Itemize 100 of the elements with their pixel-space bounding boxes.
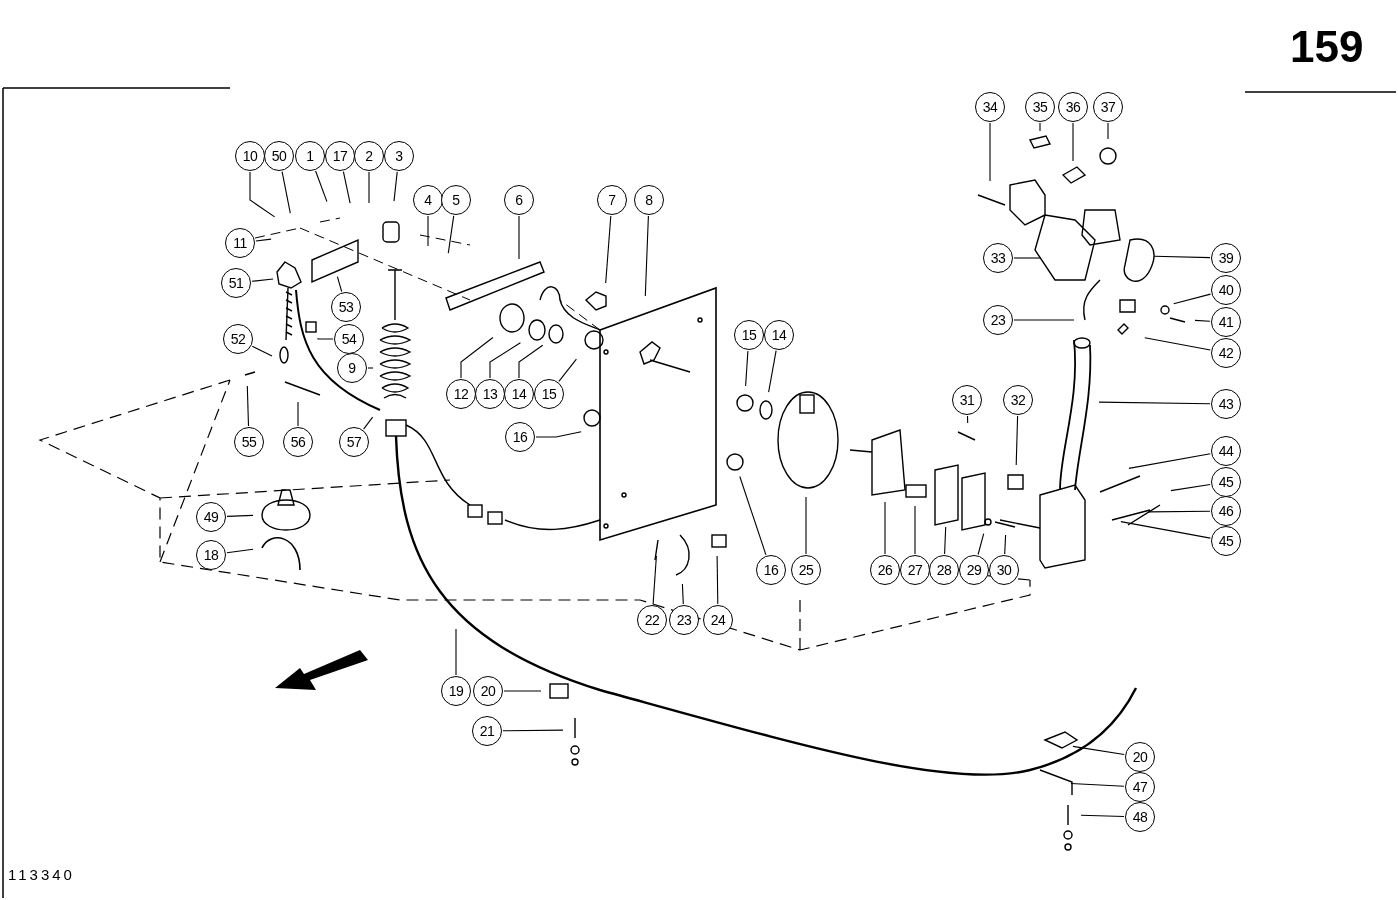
callout-number: 28 [929,555,959,585]
callout-number: 23 [983,305,1013,335]
callout-number: 15 [534,379,564,409]
callout-number: 55 [234,427,264,457]
callout-number: 7 [597,185,627,215]
leader-line [336,276,343,293]
leader-line [1098,401,1211,405]
callout-number: 15 [734,320,764,350]
callout-number: 9 [337,353,367,383]
leader-line [1128,453,1211,469]
leader-line [1015,415,1019,466]
callout-number: 18 [196,540,226,570]
callout-number: 43 [1211,389,1241,419]
leader-line [315,170,328,203]
leader-line [1013,319,1075,321]
callout-number: 16 [505,422,535,452]
callout-number: 49 [196,502,226,532]
leader-line [535,431,582,438]
leader-line [977,533,985,556]
callout-number: 57 [339,427,369,457]
callout-number: 11 [225,228,255,258]
leader-line [1194,319,1211,322]
leader-line [1080,814,1125,818]
leader-line [558,358,577,382]
callout-number: 25 [791,555,821,585]
leader-line [281,171,291,214]
callout-number: 27 [900,555,930,585]
leader-line [1170,483,1211,492]
leader-line [745,350,749,387]
callout-number: 45 [1211,526,1241,556]
callout-number: 19 [441,676,471,706]
callout-number: 3 [384,141,414,171]
leader-line [518,344,544,379]
leader-line [1148,510,1211,513]
callout-number: 20 [473,676,503,706]
leader-line [1144,337,1211,351]
callout-number: 17 [325,141,355,171]
leader-line [884,501,886,555]
leader-line [644,215,649,297]
leader-line [255,238,272,242]
leader-line [805,496,807,555]
callout-number: 13 [475,379,505,409]
leader-line [363,416,374,430]
leader-line [226,514,254,517]
leader-line [1107,122,1109,140]
callout-number: 5 [441,185,471,215]
callout-number: 14 [764,320,794,350]
callout-number: 14 [504,379,534,409]
callout-number: 52 [223,324,253,354]
callout-number: 31 [952,385,982,415]
callout-number: 48 [1125,802,1155,832]
leader-line [1070,782,1125,787]
callout-number: 30 [989,555,1019,585]
leader-line [716,555,719,605]
leader-line [251,278,274,282]
callout-number: 53 [331,292,361,322]
leader-line [246,385,250,427]
callout-number: 32 [1003,385,1033,415]
page-number: 159 [1290,22,1364,72]
callout-number: 42 [1211,338,1241,368]
leader-line [652,555,657,605]
leader-line [944,526,947,555]
leader-line [393,171,398,202]
leader-line [489,342,521,379]
callout-number: 1 [295,141,325,171]
leader-line [460,336,494,379]
callout-number: 41 [1211,307,1241,337]
callout-number: 37 [1093,92,1123,122]
leader-line [768,350,777,393]
callout-number: 23 [669,605,699,635]
callout-number: 54 [334,324,364,354]
callout-number: 46 [1211,496,1241,526]
callout-number: 45 [1211,467,1241,497]
callout-number: 2 [354,141,384,171]
callout-number: 33 [983,243,1013,273]
callout-number: 35 [1025,92,1055,122]
leader-line [1039,122,1041,132]
leader-line [503,690,542,692]
callout-number: 29 [959,555,989,585]
callout-number: 12 [446,379,476,409]
callout-number: 40 [1211,275,1241,305]
callout-number: 39 [1211,243,1241,273]
callout-number: 26 [870,555,900,585]
leader-line [1173,293,1212,305]
leader-line [226,548,254,554]
leader-line [342,171,351,204]
leader-line [1120,521,1211,539]
callout-number: 56 [283,427,313,457]
callout-number: 36 [1058,92,1088,122]
leader-line [1013,257,1042,259]
leader-line [1153,255,1211,259]
callout-number: 50 [264,141,294,171]
callout-number: 22 [637,605,667,635]
leader-line [1072,122,1074,162]
callout-number: 6 [504,185,534,215]
leader-line [427,215,429,247]
callout-number: 44 [1211,436,1241,466]
leader-line [739,475,767,556]
leader-line [249,171,276,218]
callout-number: 20 [1125,742,1155,772]
